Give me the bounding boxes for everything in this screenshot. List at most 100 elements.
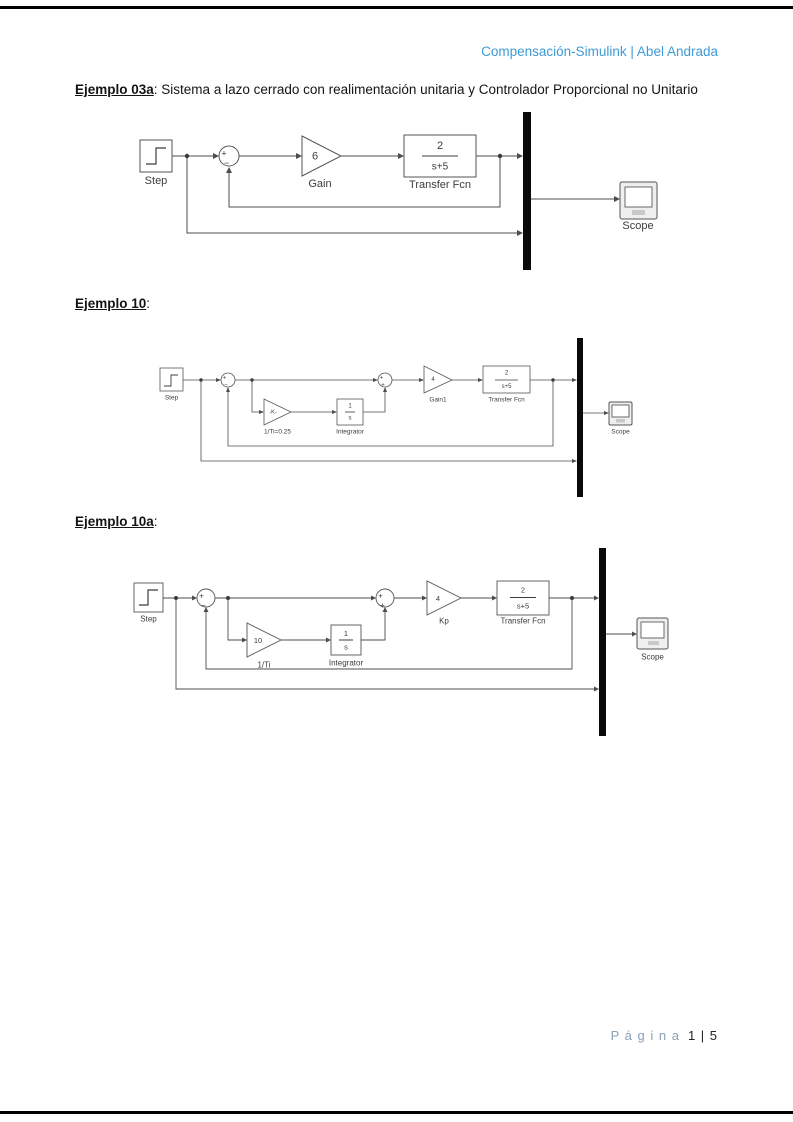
tf-numerator: 2 (505, 371, 509, 377)
section-heading-ejemplo-03a: Ejemplo 03a: Sistema a lazo cerrado con … (75, 82, 698, 97)
footer-label: P á g i n a (610, 1028, 680, 1043)
section-heading-ejemplo-10a: Ejemplo 10a: (75, 514, 158, 529)
integrator-numerator: 1 (348, 404, 352, 410)
transfer-fcn-label: Transfer Fcn (409, 179, 471, 191)
step-signal-icon (164, 374, 178, 387)
branch-dot (551, 378, 555, 382)
step-signal-icon (139, 589, 158, 606)
arrowhead (296, 153, 302, 159)
sum1-block (220, 372, 236, 388)
arrowhead (373, 378, 378, 382)
sum1-minus-sign: − (201, 601, 206, 610)
arrowhead (259, 410, 264, 414)
ti-gain-block (246, 622, 283, 658)
sum-plus-sign: + (221, 149, 226, 159)
sum2-plus-sign-b: + (381, 383, 385, 389)
scope-base-icon (648, 641, 659, 645)
arrowhead (242, 637, 247, 643)
mux-bar (523, 112, 531, 270)
integrator-label: Integrator (329, 659, 364, 668)
diagram-ejemplo-10: Step + − -K- 1/Ti=0.25 1 s Integrator + … (150, 330, 650, 510)
arrowhead (422, 595, 427, 601)
wire-integrator-to-sum2 (363, 392, 386, 413)
wire-step-to-mux (200, 380, 572, 462)
gain-block-label: Kp (439, 617, 449, 626)
integrator-numerator: 1 (344, 629, 348, 638)
sum-minus-sign: − (224, 158, 229, 168)
wire-feedback (228, 156, 501, 208)
scope-screen-icon (611, 404, 630, 418)
bottom-border-rule (0, 1111, 793, 1114)
gain-value: 4 (436, 594, 440, 603)
arrowhead (517, 230, 523, 236)
arrowhead (371, 595, 376, 601)
top-border-rule (0, 6, 793, 9)
scope-base-icon (616, 419, 625, 423)
header-title: Compensación-Simulink | Abel Andrada (481, 44, 718, 59)
page-header: Compensación-Simulink | Abel Andrada (481, 44, 718, 59)
scope-block-label: Scope (611, 429, 630, 436)
arrowhead (332, 410, 337, 414)
integrator-denominator: s (349, 416, 352, 422)
scope-base-icon (632, 210, 645, 215)
gain-block-label: Gain1 (429, 397, 447, 404)
branch-dot (199, 378, 203, 382)
footer-page-number: 1 | 5 (687, 1028, 718, 1043)
integrator-denominator: s (344, 643, 348, 652)
heading-lead: Ejemplo 10a (75, 514, 154, 529)
gain-value: 6 (312, 151, 318, 163)
tf-denominator: s+5 (502, 384, 513, 390)
diagram-canvas: Step + − 10 1/Ti 1 s Integrator + + 4 Kp (133, 548, 669, 736)
heading-rest: : (146, 296, 151, 311)
wire-step-to-mux (175, 598, 594, 690)
step-block (159, 367, 184, 392)
branch-dot (184, 153, 190, 159)
mux-bar (577, 338, 583, 497)
step-signal-icon (146, 147, 166, 165)
sum-block (218, 145, 240, 167)
arrowhead (478, 378, 483, 382)
wire-step-to-mux (186, 156, 517, 234)
diagram-ejemplo-10a: Step + − 10 1/Ti 1 s Integrator + + 4 Kp (120, 545, 680, 745)
gain-block-label: Gain (308, 178, 331, 190)
scope-block-label: Scope (622, 220, 653, 232)
wire-feedback (205, 598, 573, 670)
sum1-minus-sign: − (224, 383, 228, 389)
arrowhead (226, 387, 230, 392)
arrowhead (614, 196, 620, 202)
diagram-ejemplo-03a: Step + − 6 Gain 2 s+5 Transfer Fcn Scope (120, 105, 680, 290)
arrowhead (594, 595, 599, 601)
ti-gain-block (263, 398, 292, 426)
heading-rest: : (153, 514, 158, 529)
scope-screen-icon (640, 621, 665, 639)
arrowhead (594, 686, 599, 692)
scope-screen-icon (624, 186, 653, 208)
sum2-plus-sign-a: + (378, 592, 383, 601)
gain-value: 4 (431, 377, 435, 383)
arrowhead (517, 153, 523, 159)
arrowhead (398, 153, 404, 159)
arrowhead (226, 167, 232, 173)
step-block-label: Step (165, 395, 179, 402)
page-footer: P á g i n a 1 | 5 (611, 1028, 718, 1043)
transfer-fcn-block (482, 365, 531, 394)
heading-lead: Ejemplo 03a (75, 82, 154, 97)
gain-block (423, 365, 453, 394)
wire-feedback (227, 380, 554, 447)
mux-bar (599, 548, 606, 736)
gain-block (301, 135, 343, 177)
sum2-plus-sign-b: + (380, 601, 385, 610)
sum2-block (375, 588, 395, 608)
heading-lead: Ejemplo 10 (75, 296, 147, 311)
diagram-canvas: Step + − 6 Gain 2 s+5 Transfer Fcn Scope (139, 112, 658, 270)
tf-denominator: s+5 (517, 602, 529, 611)
sum2-block (377, 372, 393, 388)
arrowhead (216, 378, 221, 382)
arrowhead (383, 387, 387, 392)
ti-gain-label: 1/Ti=0.25 (264, 429, 291, 436)
branch-dot (570, 596, 574, 600)
arrowhead (203, 607, 209, 612)
scope-block-label: Scope (641, 653, 664, 662)
arrowhead (192, 595, 197, 601)
branch-dot (226, 596, 230, 600)
